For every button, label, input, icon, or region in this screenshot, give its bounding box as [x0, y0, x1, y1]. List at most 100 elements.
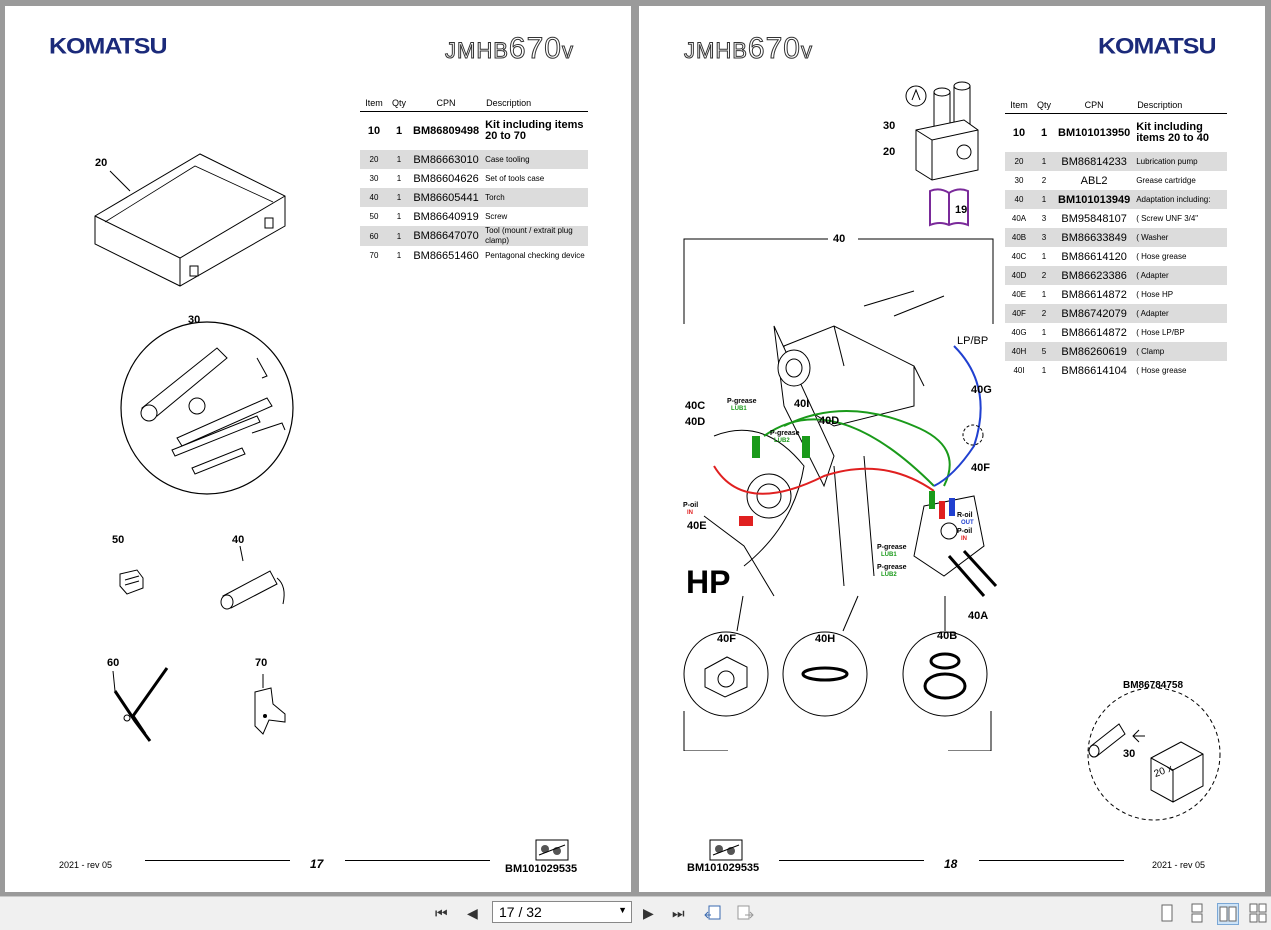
continuous-view-icon[interactable]: [1187, 903, 1207, 923]
facing-view-icon[interactable]: [1217, 903, 1239, 925]
cell-cpn: BM101013950: [1058, 127, 1131, 139]
cell-item: 40H: [1005, 342, 1033, 361]
cell-desc: ( Hose grease: [1136, 251, 1187, 261]
callout-40d-second: 40D: [819, 415, 840, 427]
chevron-down-icon[interactable]: ▼: [618, 905, 627, 915]
header-qty: Qty: [388, 96, 411, 112]
cell-qty: 2: [1033, 266, 1056, 285]
label-p-oil: P-oil: [957, 528, 973, 535]
cell-qty: 1: [396, 251, 402, 260]
cell-desc: Adaptation including:: [1133, 190, 1227, 209]
callout-40g: 40G: [971, 384, 992, 396]
callout-30: 30: [883, 120, 896, 132]
cell-desc: ( Screw UNF 3/4": [1136, 213, 1199, 223]
detail-circles: [683, 595, 992, 751]
callout-40f: 40F: [971, 462, 990, 474]
cell-item: 50: [369, 212, 379, 221]
first-page-icon[interactable]: ⏮: [435, 905, 448, 921]
pentagonal-device-drawing: [254, 674, 286, 735]
callout-40b-detail: 40B: [937, 630, 958, 642]
cell-item: 10: [367, 125, 381, 137]
cell-desc: Torch: [482, 188, 588, 207]
cell-item: 40G: [1011, 328, 1027, 337]
cell-item: 40: [360, 188, 388, 207]
cell-item: 10: [1012, 127, 1026, 139]
label-p-oil: P-oil: [683, 502, 699, 509]
callout-40: 40: [232, 534, 245, 546]
cell-desc: Pentagonal checking device: [485, 250, 585, 260]
header-description: Description: [1133, 98, 1227, 114]
single-page-view-icon[interactable]: [1157, 903, 1177, 923]
cell-item: 40B: [1005, 228, 1033, 247]
cell-item: 70: [369, 251, 379, 260]
cell-item: 30: [369, 174, 379, 183]
cell-item: 40A: [1011, 214, 1027, 223]
page-selector[interactable]: 17 / 32 ▼: [492, 901, 632, 923]
footer-revision: 2021 - rev 05: [1152, 860, 1206, 870]
navigation-toolbar: ⏮ ◀ 17 / 32 ▼ ▶ ⏭: [0, 896, 1271, 930]
cell-desc: ( Adapter: [1133, 304, 1227, 323]
cell-item: 30: [1014, 176, 1024, 185]
page-18: JMHB670v KOMATSU Item Qty CPN Descriptio…: [639, 6, 1265, 892]
label-in: IN: [961, 536, 967, 542]
cell-cpn: BM95848107: [1061, 212, 1127, 225]
cell-cpn: BM101013949: [1055, 190, 1134, 209]
cell-cpn: BM86614120: [1061, 250, 1127, 263]
cell-desc: Kit including items 20 to 70: [485, 119, 584, 142]
model-number: 670: [747, 32, 801, 66]
label-p-grease: P-grease: [770, 430, 800, 437]
cell-qty: 1: [1041, 366, 1047, 375]
cell-item: 20: [1005, 152, 1033, 171]
label-p-grease: P-grease: [727, 398, 757, 405]
assembly-40-bracket: [683, 238, 994, 324]
continuous-facing-view-icon[interactable]: [1248, 903, 1268, 923]
go-back-icon[interactable]: [703, 903, 723, 923]
label-lub2: LUB2: [881, 572, 897, 578]
torch-drawing: [220, 546, 285, 610]
cell-item: 40F: [1005, 304, 1033, 323]
cell-item: 40D: [1005, 266, 1033, 285]
model-number: 670: [508, 32, 562, 66]
cell-desc: Case tooling: [482, 150, 588, 169]
kit-reference: BM86784758: [1123, 680, 1184, 691]
cell-desc: ( Hose HP: [1136, 289, 1174, 299]
cell-cpn: BM86260619: [1055, 342, 1134, 361]
label-lub1: LUB1: [731, 406, 747, 412]
label-p-grease: P-grease: [877, 564, 907, 571]
exploded-view-icon: [535, 839, 569, 861]
screw-drawing: [119, 569, 144, 595]
cell-qty: 1: [388, 188, 411, 207]
cell-qty: 2: [1041, 176, 1047, 185]
footer-rule: [345, 860, 490, 861]
last-page-icon[interactable]: ⏭: [672, 905, 685, 921]
label-lub1: LUB1: [881, 552, 897, 558]
previous-page-icon[interactable]: ◀: [467, 905, 478, 921]
exploded-view-icon: [709, 839, 743, 861]
callout-40e: 40E: [687, 520, 707, 532]
cell-desc: ( Clamp: [1133, 342, 1227, 361]
callout-40d: 40D: [685, 416, 706, 428]
next-page-icon[interactable]: ▶: [643, 905, 654, 921]
cell-cpn: BM86604626: [413, 172, 479, 185]
cell-cpn: BM86614872: [1061, 288, 1127, 301]
cell-item: 60: [360, 226, 388, 246]
cell-qty: 5: [1033, 342, 1056, 361]
header-item: Item: [360, 96, 388, 112]
cell-item: 40C: [1011, 252, 1027, 261]
cell-qty: 1: [396, 212, 402, 221]
header-cpn: CPN: [1055, 98, 1134, 114]
cell-item: 40I: [1013, 366, 1025, 375]
go-forward-icon[interactable]: [735, 903, 755, 923]
model-prefix: JMHB: [684, 38, 748, 64]
cell-cpn: BM86640919: [413, 210, 479, 223]
